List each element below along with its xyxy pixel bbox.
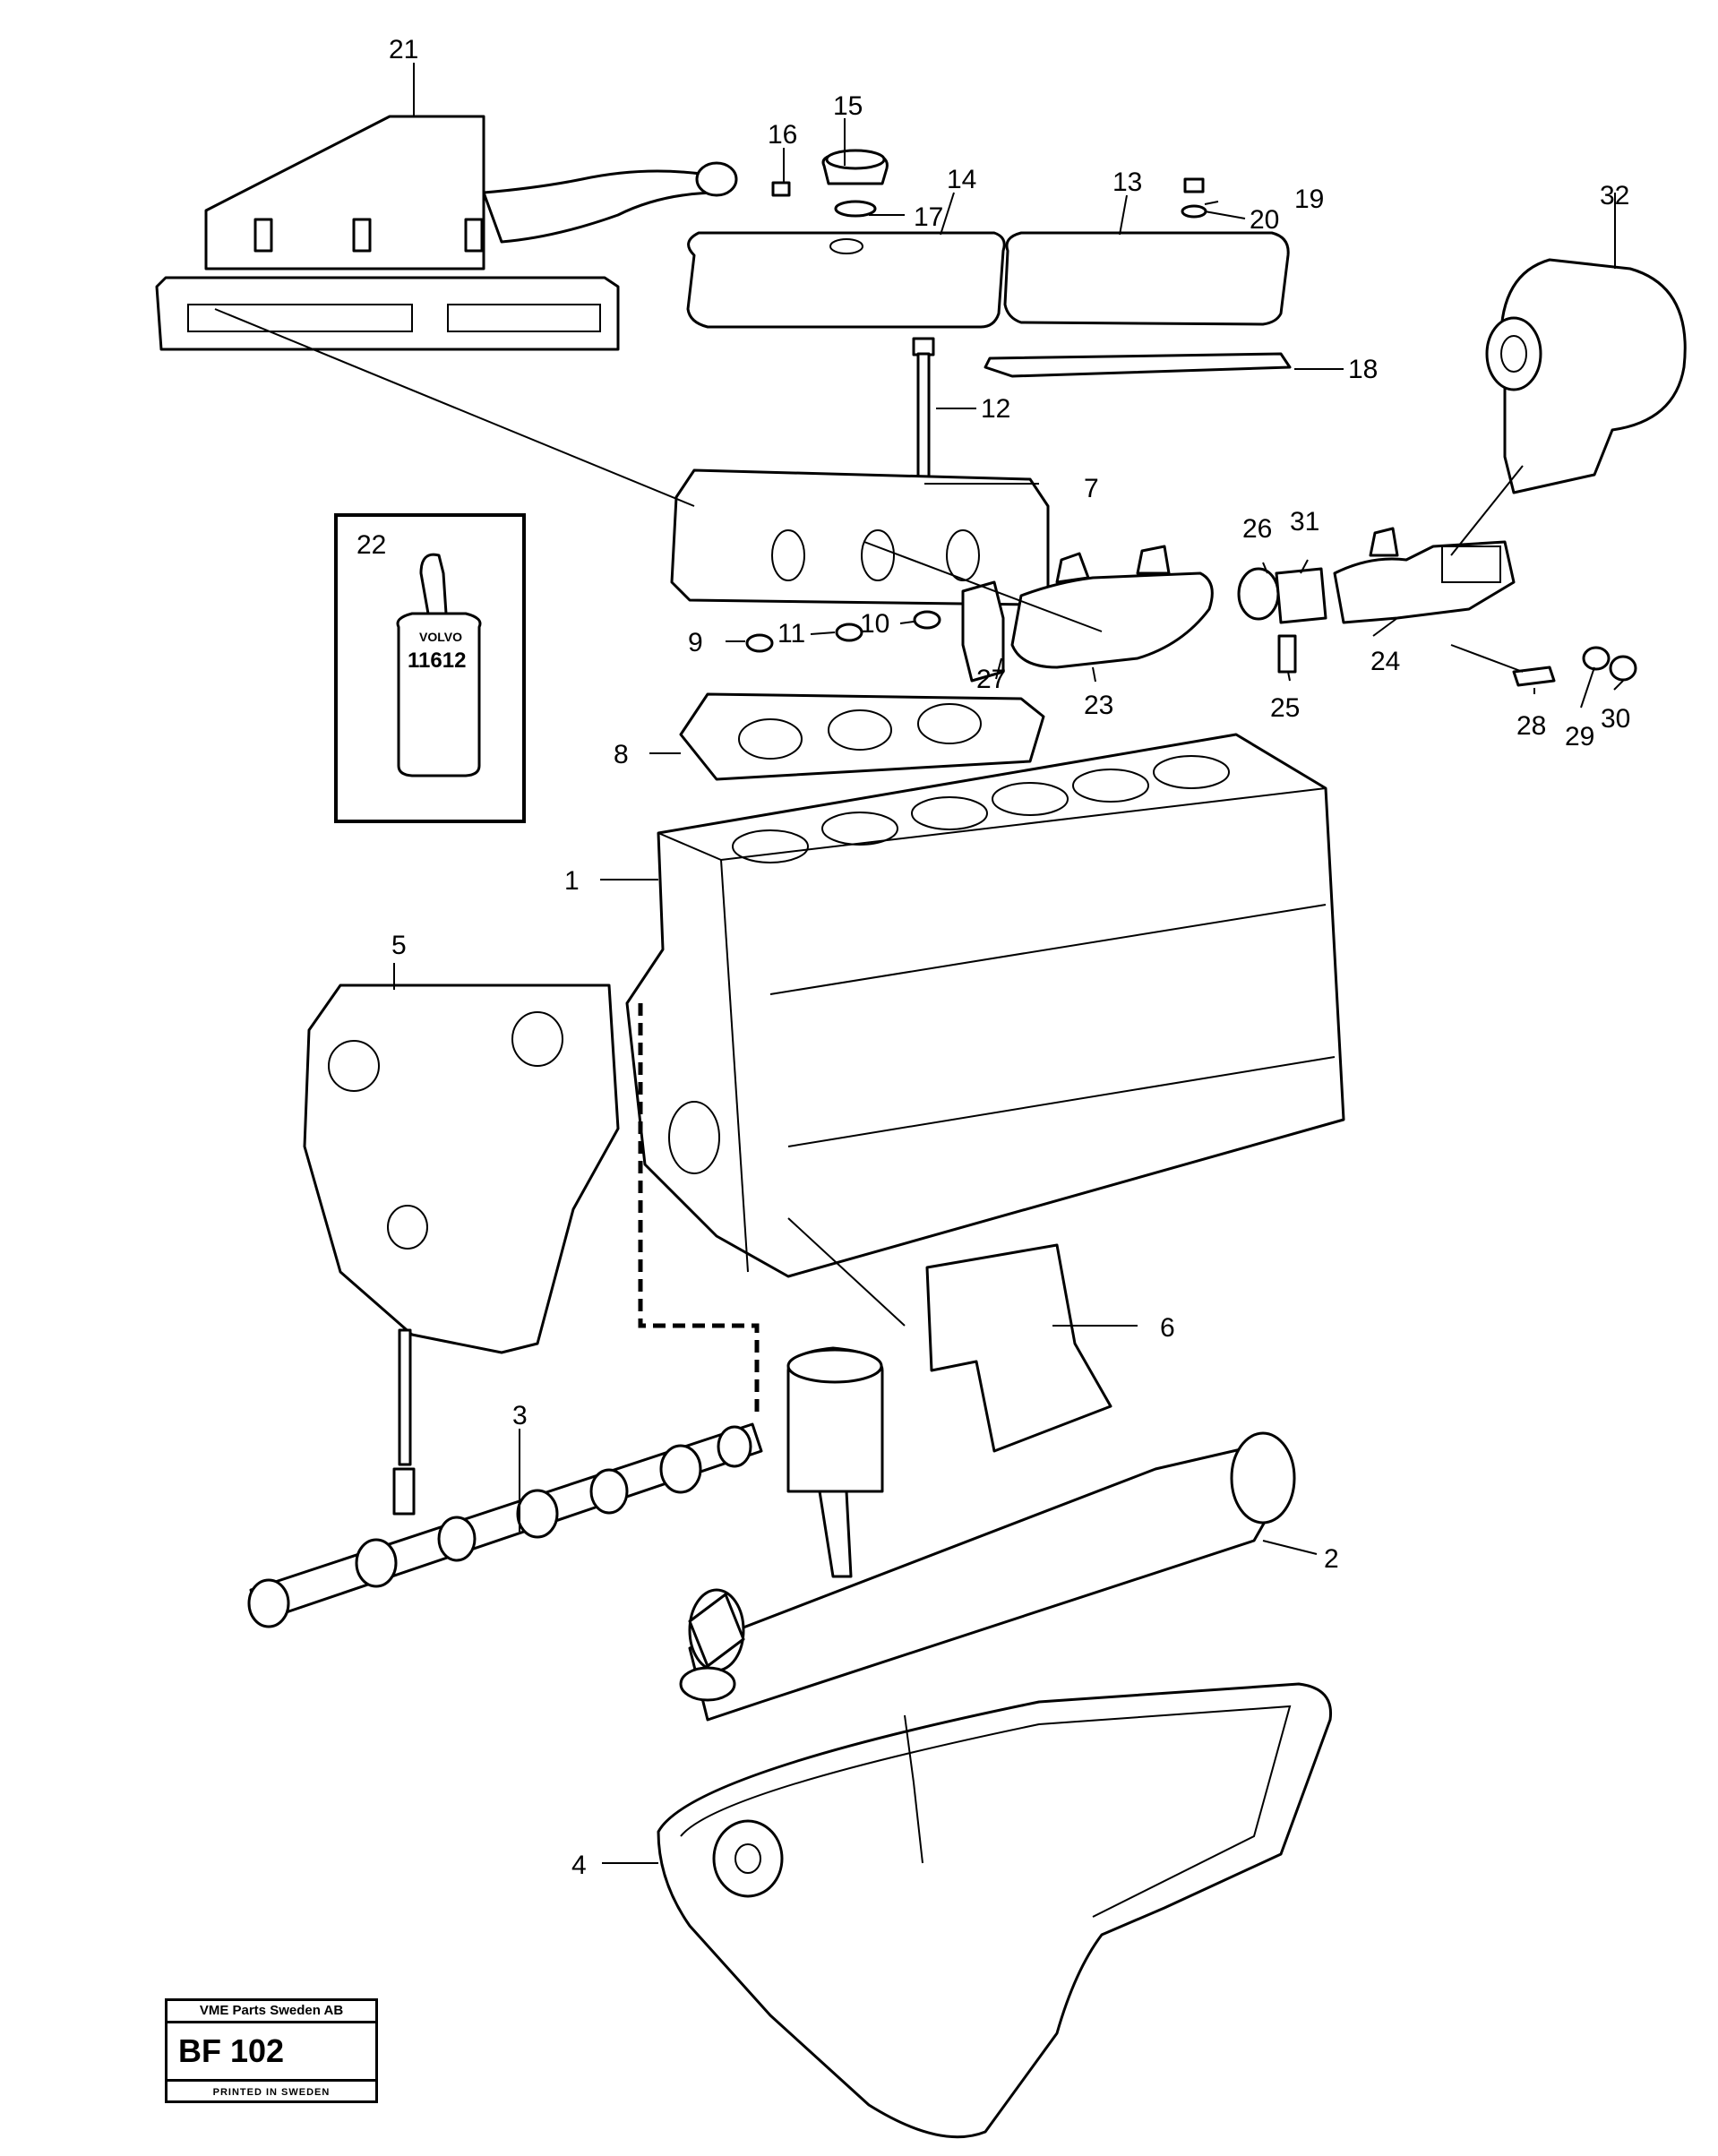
part-23-exhaust-manifold [1010,545,1214,669]
part-28-stud [1512,666,1556,687]
callout-1: 1 [564,866,580,896]
part-27-gasket [961,580,1005,683]
part-9-cap [745,633,774,653]
part-30-nut [1609,655,1637,682]
bottle-number-text: 11612 [408,649,466,673]
callout-19: 19 [1294,185,1324,214]
callout-11: 11 [777,619,805,649]
bottle-brand-text: VOLVO [419,630,462,644]
callout-18: 18 [1348,355,1378,384]
callout-21: 21 [389,35,418,64]
callout-3: 3 [512,1401,528,1430]
part-24-exhaust-manifold [1333,527,1516,624]
callout-27: 27 [976,665,1006,694]
callout-23: 23 [1084,691,1113,720]
part-12-bolt [912,337,935,485]
part-31-sleeve [1275,567,1327,624]
callout-16: 16 [768,120,797,150]
part-19-screw [1183,177,1205,193]
title-block-company: VME Parts Sweden AB [168,2001,375,2023]
callout-15: 15 [833,91,863,121]
part-11-cap [835,623,863,642]
callout-20: 20 [1250,205,1279,235]
callout-14: 14 [947,165,976,194]
callout-31: 31 [1290,507,1319,537]
callout-5: 5 [391,931,407,960]
part-13-valve-cover [1003,231,1290,326]
part-1-cylinder-block [625,733,1345,1278]
callout-22: 22 [356,530,386,560]
part-15-oil-filler-cap [821,149,889,185]
title-block: VME Parts Sweden AB BF 102 PRINTED IN SW… [165,1998,378,2103]
callout-17: 17 [914,202,943,232]
callout-13: 13 [1112,167,1142,197]
callout-32: 32 [1600,181,1629,210]
callout-12: 12 [981,394,1010,424]
callout-6: 6 [1160,1313,1175,1343]
callout-30: 30 [1601,704,1630,734]
leader-lines [214,63,1624,1864]
part-17-seal-ring [834,200,877,218]
part-4-oil-sump [657,1682,1333,2139]
callout-28: 28 [1516,711,1546,741]
callout-4: 4 [571,1851,587,1880]
part-5-timing-cover [303,984,620,1354]
part-22-kit-box: VOLVO 11612 [334,513,526,823]
title-block-printed: PRINTED IN SWEDEN [212,2087,331,2098]
callout-24: 24 [1370,647,1400,676]
part-21-inlet-manifold [155,115,738,351]
part-32-turbocharger [1485,258,1687,494]
callout-7: 7 [1084,474,1099,503]
dashed-alignment-line [638,1003,760,1415]
part-10-cap [913,610,941,630]
part-6-engine-bracket [925,1243,1112,1453]
callout-25: 25 [1270,693,1300,723]
part-3-camshaft [247,1328,763,1628]
part-25-stud [1277,634,1297,674]
callout-8: 8 [614,740,629,769]
part-29-spacer [1582,646,1611,671]
part-8-head-gasket [679,692,1045,781]
title-block-code: BF 102 [168,2023,375,2082]
part-2-crankshaft [679,1431,1296,1722]
part-20-washer [1181,204,1207,219]
part-18-valve-cover-gasket [984,352,1292,378]
callout-2: 2 [1324,1544,1339,1574]
callout-26: 26 [1242,514,1272,544]
callout-9: 9 [688,628,703,657]
piston-liner-assembly [786,1346,884,1578]
part-16-screw [771,181,791,197]
callout-10: 10 [860,609,889,639]
callout-29: 29 [1565,722,1594,752]
part-14-valve-cover [686,231,1006,329]
part-26-seal-ring [1237,567,1280,621]
callout-labels: 21 15 16 14 13 19 32 17 20 18 12 7 22 26… [356,35,1630,1880]
